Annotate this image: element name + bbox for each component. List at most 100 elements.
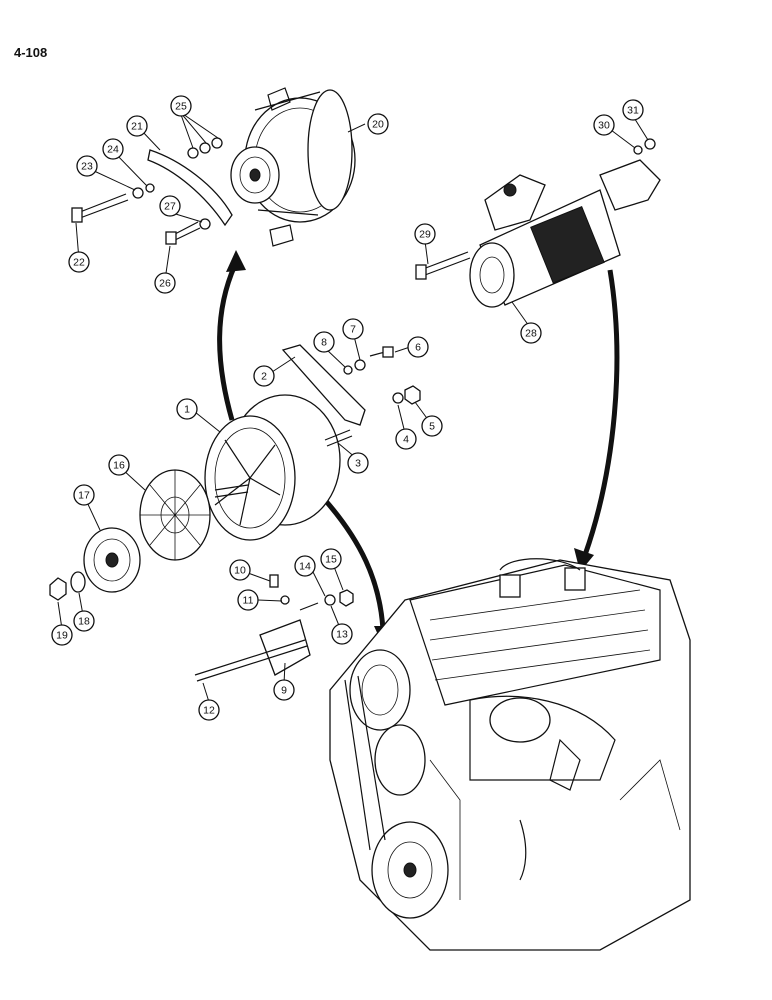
callout-number: 2 xyxy=(261,371,267,383)
callout-number: 4 xyxy=(403,434,409,446)
callout-21: 21 xyxy=(126,115,148,137)
callout-7: 7 xyxy=(342,318,364,340)
callout-number: 30 xyxy=(598,120,610,132)
callout-13: 13 xyxy=(331,623,353,645)
page-number: 4-108 xyxy=(14,45,48,60)
callout-11: 11 xyxy=(237,589,259,611)
callout-14: 14 xyxy=(294,555,316,577)
callout-31: 31 xyxy=(622,99,644,121)
callout-number: 22 xyxy=(73,257,85,269)
callout-number: 31 xyxy=(627,105,639,117)
callout-1: 1 xyxy=(176,398,198,420)
callout-number: 28 xyxy=(525,328,537,340)
callout-circle xyxy=(407,336,429,358)
callout-circle xyxy=(51,624,73,646)
callout-circle xyxy=(73,610,95,632)
callout-10: 10 xyxy=(229,559,251,581)
callout-labels: 1234567891011121314151617181920212223242… xyxy=(51,95,644,721)
callout-8: 8 xyxy=(313,331,335,353)
arrow-alternator-to-upper-alternator xyxy=(217,263,238,421)
callout-number: 3 xyxy=(355,458,361,470)
callout-circle xyxy=(342,318,364,340)
callout-circle xyxy=(229,559,251,581)
callout-circle xyxy=(176,398,198,420)
callout-19: 19 xyxy=(51,624,73,646)
callout-circle xyxy=(294,555,316,577)
callout-30: 30 xyxy=(593,114,615,136)
callout-circle xyxy=(313,331,335,353)
callout-29: 29 xyxy=(414,223,436,245)
callout-circle xyxy=(395,428,417,450)
callout-22: 22 xyxy=(68,251,90,273)
callout-number: 13 xyxy=(336,629,348,641)
callout-27: 27 xyxy=(159,195,181,217)
callout-number: 25 xyxy=(175,101,187,113)
callout-circle xyxy=(622,99,644,121)
callout-6: 6 xyxy=(407,336,429,358)
callout-16: 16 xyxy=(108,454,130,476)
callout-15: 15 xyxy=(320,548,342,570)
alternator-assembly xyxy=(49,344,421,682)
callout-number: 18 xyxy=(78,616,90,628)
callout-18: 18 xyxy=(73,610,95,632)
callout-17: 17 xyxy=(73,484,95,506)
callout-number: 15 xyxy=(325,554,337,566)
callout-number: 23 xyxy=(81,161,93,173)
callout-number: 10 xyxy=(234,565,246,577)
callout-circle xyxy=(73,484,95,506)
callout-number: 29 xyxy=(419,229,431,241)
arrow-alternator-to-engine xyxy=(323,498,386,631)
fan xyxy=(139,469,211,561)
engine-block xyxy=(329,558,691,951)
callout-3: 3 xyxy=(347,452,369,474)
callout-number: 8 xyxy=(321,337,327,349)
callout-circle xyxy=(159,195,181,217)
callout-number: 11 xyxy=(243,595,254,607)
callout-circle xyxy=(593,114,615,136)
callout-circle xyxy=(421,415,443,437)
callout-circle xyxy=(414,223,436,245)
callout-28: 28 xyxy=(520,322,542,344)
callout-circle xyxy=(347,452,369,474)
callout-number: 27 xyxy=(164,201,176,213)
callout-number: 1 xyxy=(184,404,190,416)
callout-9: 9 xyxy=(273,679,295,701)
callout-circle xyxy=(126,115,148,137)
callout-number: 14 xyxy=(299,561,311,573)
callout-number: 24 xyxy=(107,144,119,156)
callout-number: 19 xyxy=(56,630,68,642)
callout-circle xyxy=(367,113,389,135)
callout-circle xyxy=(68,251,90,273)
callout-circle xyxy=(76,155,98,177)
callout-12: 12 xyxy=(198,699,220,721)
starter-motor-assembly xyxy=(415,138,661,308)
callout-number: 7 xyxy=(350,324,356,336)
callout-4: 4 xyxy=(395,428,417,450)
callout-number: 9 xyxy=(281,685,287,697)
callout-23: 23 xyxy=(76,155,98,177)
upper-alternator-assembly xyxy=(71,87,356,247)
callout-circle xyxy=(198,699,220,721)
arrow-starter-to-engine xyxy=(582,269,620,556)
callout-circle xyxy=(520,322,542,344)
callout-2: 2 xyxy=(253,365,275,387)
callout-circle xyxy=(170,95,192,117)
callout-20: 20 xyxy=(367,113,389,135)
callout-circle xyxy=(154,272,176,294)
callout-number: 21 xyxy=(131,121,143,133)
callout-25: 25 xyxy=(170,95,192,117)
callout-number: 12 xyxy=(203,705,215,717)
callout-26: 26 xyxy=(154,272,176,294)
callout-circle xyxy=(273,679,295,701)
callout-number: 6 xyxy=(415,342,421,354)
callout-number: 26 xyxy=(159,278,171,290)
callout-circle xyxy=(253,365,275,387)
callout-circle xyxy=(108,454,130,476)
callout-circle xyxy=(102,138,124,160)
callout-circle xyxy=(320,548,342,570)
callout-number: 16 xyxy=(113,460,125,472)
callout-5: 5 xyxy=(421,415,443,437)
callout-number: 17 xyxy=(78,490,90,502)
callout-number: 20 xyxy=(372,119,384,131)
